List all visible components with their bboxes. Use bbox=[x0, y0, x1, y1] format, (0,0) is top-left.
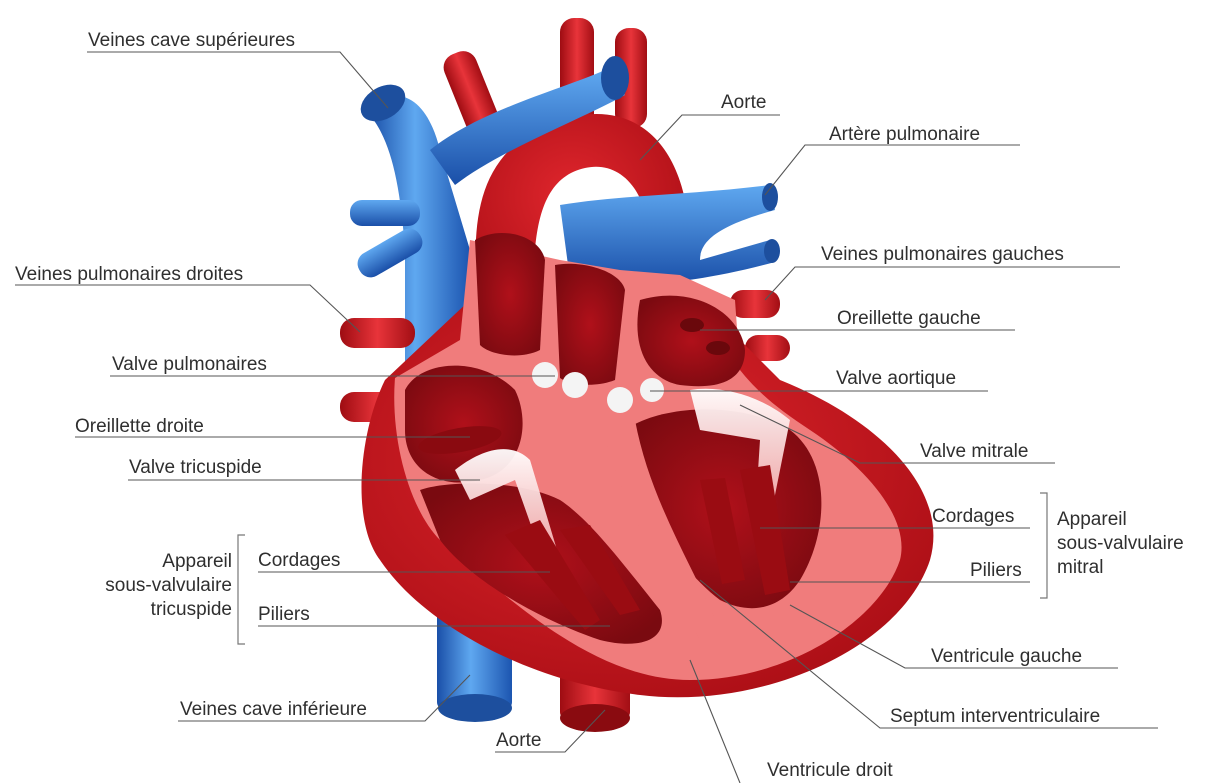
group-tricuspid-apparatus: Appareil sous-valvulaire tricuspide bbox=[60, 550, 232, 622]
label-aorte-top: Aorte bbox=[721, 92, 766, 114]
leader-artere-pulmonaire bbox=[765, 145, 1020, 195]
group-mitral-line2: sous-valvulaire bbox=[1057, 532, 1184, 556]
label-oreillette-droite: Oreillette droite bbox=[75, 416, 204, 438]
label-ventricule-droit: Ventricule droit bbox=[767, 760, 893, 782]
group-tricuspid-line3: tricuspide bbox=[60, 598, 232, 622]
label-piliers-left: Piliers bbox=[258, 604, 310, 626]
leader-veines-pulm-gauches bbox=[765, 267, 1120, 300]
label-veines-cave-superieures: Veines cave supérieures bbox=[88, 30, 295, 52]
label-oreillette-gauche: Oreillette gauche bbox=[837, 308, 981, 330]
group-mitral-line1: Appareil bbox=[1057, 508, 1184, 532]
label-cordages-right: Cordages bbox=[932, 506, 1014, 528]
label-valve-mitrale: Valve mitrale bbox=[920, 441, 1028, 463]
label-valve-pulmonaires: Valve pulmonaires bbox=[112, 354, 267, 376]
label-veines-pulmonaires-droites: Veines pulmonaires droites bbox=[15, 264, 243, 286]
group-tricuspid-line2: sous-valvulaire bbox=[60, 574, 232, 598]
label-ventricule-gauche: Ventricule gauche bbox=[931, 646, 1082, 668]
label-aorte-bottom: Aorte bbox=[496, 730, 541, 752]
label-veines-cave-inferieure: Veines cave inférieure bbox=[180, 699, 367, 721]
leader-ventricule-droit bbox=[690, 660, 740, 783]
label-veines-pulmonaires-gauches: Veines pulmonaires gauches bbox=[821, 244, 1064, 266]
group-tricuspid-line1: Appareil bbox=[60, 550, 232, 574]
leader-veines-pulm-droites bbox=[15, 285, 360, 332]
leader-aorte-top bbox=[640, 115, 780, 160]
label-artere-pulmonaire: Artère pulmonaire bbox=[829, 124, 980, 146]
label-cordages-left: Cordages bbox=[258, 550, 340, 572]
group-mitral-line3: mitral bbox=[1057, 556, 1184, 580]
label-piliers-right: Piliers bbox=[970, 560, 1022, 582]
label-septum-interventriculaire: Septum interventriculaire bbox=[890, 706, 1100, 728]
label-valve-tricuspide: Valve tricuspide bbox=[129, 457, 262, 479]
leader-veines-cave-sup bbox=[87, 52, 388, 108]
label-valve-aortique: Valve aortique bbox=[836, 368, 956, 390]
group-mitral-apparatus: Appareil sous-valvulaire mitral bbox=[1057, 508, 1184, 580]
